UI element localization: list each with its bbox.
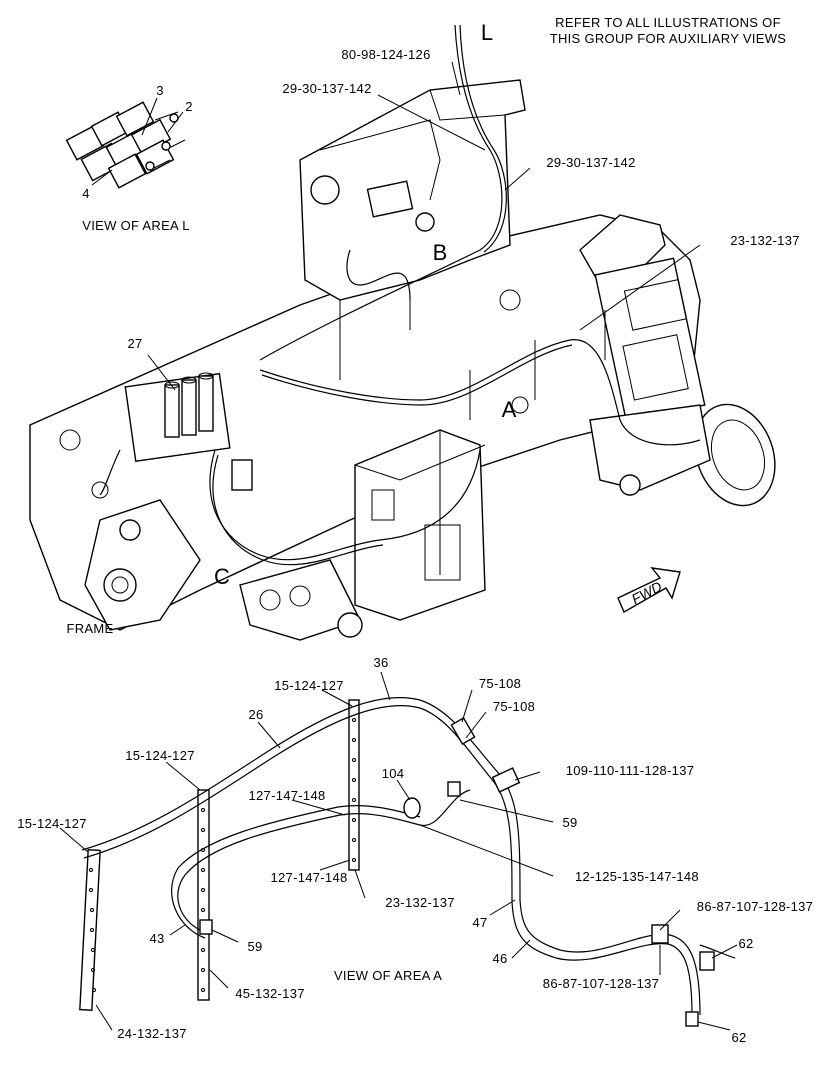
callout-23-132-137-bottom: 23-132-137	[385, 895, 455, 910]
callout-4: 4	[82, 186, 90, 201]
callout-26: 26	[248, 707, 263, 722]
area-letter-c: C	[214, 564, 230, 589]
callout-62-upper: 62	[738, 936, 753, 951]
callout-80-98-124-126: 80-98-124-126	[341, 47, 430, 62]
forward-arrow-icon: FWD	[617, 567, 681, 613]
view-of-area-l-label: VIEW OF AREA L	[82, 218, 190, 233]
callout-127-147-148-top: 127-147-148	[248, 788, 325, 803]
callout-15-124-127-left: 15-124-127	[17, 816, 87, 831]
callout-86-87-107-128-137-right: 86-87-107-128-137	[697, 899, 813, 914]
fwd-label: FWD	[629, 578, 665, 607]
callout-29-30-137-142-right: 29-30-137-142	[546, 155, 635, 170]
callout-45-132-137: 45-132-137	[235, 986, 305, 1001]
view-of-area-a-label: VIEW OF AREA A	[334, 968, 442, 983]
callout-23-132-137-top: 23-132-137	[730, 233, 800, 248]
callout-27: 27	[127, 336, 142, 351]
area-letter-b: B	[433, 240, 448, 265]
callout-59-right: 59	[562, 815, 577, 830]
callout-59-left: 59	[247, 939, 262, 954]
callout-36: 36	[373, 655, 388, 670]
relay-cluster	[65, 101, 186, 189]
area-letter-l: L	[481, 20, 493, 45]
mounting-strips	[79, 699, 360, 1011]
callout-75-108-b: 75-108	[493, 699, 535, 714]
callout-127-147-148-mid: 127-147-148	[270, 870, 347, 885]
note-line-1: REFER TO ALL ILLUSTRATIONS OF	[555, 15, 781, 30]
note-line-2: THIS GROUP FOR AUXILIARY VIEWS	[550, 31, 787, 46]
callout-43: 43	[149, 931, 164, 946]
relay-block-27	[124, 372, 253, 491]
callout-47: 47	[472, 915, 487, 930]
auxiliary-views-note: REFER TO ALL ILLUSTRATIONS OF THIS GROUP…	[550, 15, 787, 46]
frame-label: FRAME	[67, 621, 114, 636]
callout-75-108-a: 75-108	[479, 676, 521, 691]
area-a-view: 36 15-124-127 26 75-108 75-108 15-124-12…	[17, 655, 813, 1045]
area-l-view: 3 2 4 VIEW OF AREA L	[65, 83, 193, 233]
callout-24-132-137: 24-132-137	[117, 1026, 187, 1041]
callout-29-30-137-142-top: 29-30-137-142	[282, 81, 371, 96]
callout-46: 46	[492, 951, 507, 966]
callout-15-124-127-mid: 15-124-127	[125, 748, 195, 763]
callout-2: 2	[185, 99, 193, 114]
callout-12-125-135-147-148: 12-125-135-147-148	[575, 869, 699, 884]
callout-104: 104	[382, 766, 405, 781]
callout-109-110-111-128-137: 109-110-111-128-137	[566, 763, 695, 778]
area-letter-a: A	[502, 397, 517, 422]
callout-15-124-127-top: 15-124-127	[274, 678, 344, 693]
callout-86-87-107-128-137-bottom: 86-87-107-128-137	[543, 976, 659, 991]
machine-frame-illustration: L B A C 80-98-124-126 29-30-137-142 29-3…	[29, 20, 800, 641]
callout-3: 3	[156, 83, 164, 98]
callout-62-lower: 62	[731, 1030, 746, 1045]
